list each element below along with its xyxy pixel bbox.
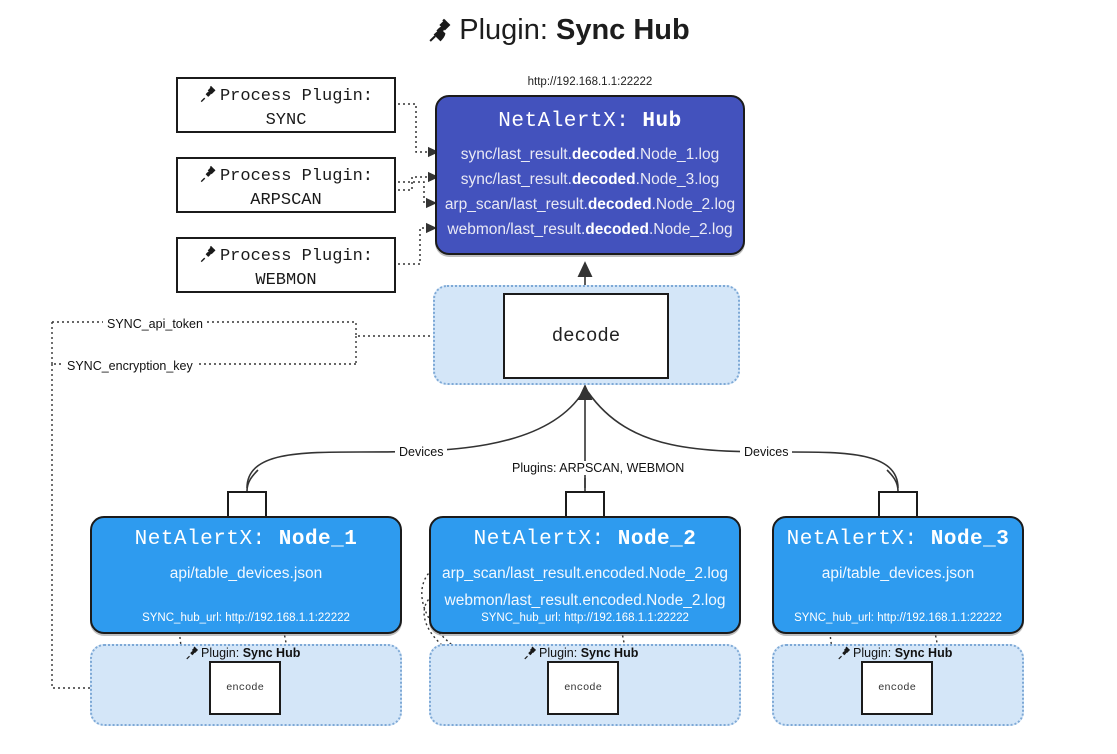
encode-lane-label: Plugin: Sync Hub (523, 645, 638, 663)
hub-entry: sync/last_result.decoded.Node_3.log (460, 171, 720, 188)
plug-icon (199, 164, 218, 190)
node-footer: SYNC_hub_url: http://192.168.1.1:22222 (142, 612, 350, 624)
plug-icon (199, 84, 218, 110)
process-plugin-line1: Process Plugin: (178, 84, 394, 110)
node-title: NetAlertX: Node_1 (134, 528, 358, 551)
node-box-node-3[interactable]: NetAlertX: Node_3 api/table_devices.json… (772, 516, 1024, 634)
process-plugin-line1: Process Plugin: (178, 164, 394, 190)
process-plugin-line2: SYNC (265, 111, 307, 130)
process-plugin-box-arpscan[interactable]: Process Plugin: ARPSCAN (176, 157, 396, 213)
encode-box-node-1[interactable]: encode (209, 661, 281, 715)
node-box-node-1[interactable]: NetAlertX: Node_1 api/table_devices.json… (90, 516, 402, 634)
edge-label-encryption-key: SYNC_encryption_key (63, 359, 197, 373)
plug-icon (185, 645, 200, 663)
hub-box[interactable]: NetAlertX: Hub sync/last_result.decoded.… (435, 95, 745, 255)
plug-icon (427, 16, 454, 51)
plug-icon (837, 645, 852, 663)
hub-url-label: http://192.168.1.1:22222 (527, 76, 653, 88)
node-footer: SYNC_hub_url: http://192.168.1.1:22222 (794, 612, 1002, 624)
node-title: NetAlertX: Node_3 (786, 528, 1010, 551)
encode-lane-label: Plugin: Sync Hub (837, 645, 952, 663)
hub-entry-list: sync/last_result.decoded.Node_1.log sync… (437, 142, 743, 242)
process-plugin-box-sync[interactable]: Process Plugin: SYNC (176, 77, 396, 133)
decode-box[interactable]: decode (503, 293, 669, 379)
plug-icon (199, 244, 218, 270)
node-box-node-2[interactable]: NetAlertX: Node_2 arp_scan/last_result.e… (429, 516, 741, 634)
node-entry: arp_scan/last_result.encoded.Node_2.log (441, 565, 729, 582)
title-name: Sync Hub (555, 14, 690, 46)
hub-title: NetAlertX: Hub (498, 110, 682, 133)
edge-label-devices-right: Devices (740, 445, 793, 459)
edge-label-plugins: Plugins: ARPSCAN, WEBMON (508, 461, 689, 475)
page-title: Plugin: Sync Hub (0, 14, 1117, 51)
hub-entry: arp_scan/last_result.decoded.Node_2.log (444, 196, 736, 213)
node-title: NetAlertX: Node_2 (473, 528, 697, 551)
process-plugin-line2: ARPSCAN (250, 191, 322, 210)
edge-label-api-token: SYNC_api_token (103, 317, 207, 331)
process-plugin-box-webmon[interactable]: Process Plugin: WEBMON (176, 237, 396, 293)
title-prefix: Plugin: (459, 14, 556, 46)
node-footer: SYNC_hub_url: http://192.168.1.1:22222 (481, 612, 689, 624)
node-entry-list: arp_scan/last_result.encoded.Node_2.log … (431, 560, 739, 614)
node-entry: api/table_devices.json (169, 565, 323, 582)
node-entry: api/table_devices.json (821, 565, 975, 582)
process-plugin-line1: Process Plugin: (178, 244, 394, 270)
plug-icon (523, 645, 538, 663)
encode-lane-label: Plugin: Sync Hub (185, 645, 300, 663)
process-plugin-line2: WEBMON (255, 271, 317, 290)
encode-box-node-3[interactable]: encode (861, 661, 933, 715)
node-entry-list: api/table_devices.json (92, 560, 400, 587)
node-entry: webmon/last_result.encoded.Node_2.log (444, 592, 726, 609)
encode-box-node-2[interactable]: encode (547, 661, 619, 715)
hub-entry: webmon/last_result.decoded.Node_2.log (447, 221, 733, 238)
hub-entry: sync/last_result.decoded.Node_1.log (460, 146, 720, 163)
node-entry-list: api/table_devices.json (774, 560, 1022, 587)
edge-label-devices-left: Devices (395, 445, 448, 459)
